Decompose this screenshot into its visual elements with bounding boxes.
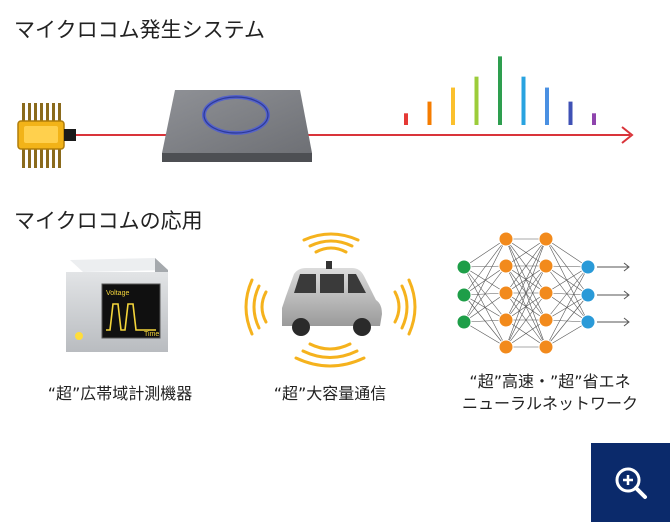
- nn-edge: [505, 238, 547, 321]
- nn-edge: [463, 292, 507, 323]
- neural-network-caption-line1: “超”高速・”超”省エネ: [469, 372, 631, 391]
- zoom-button[interactable]: [591, 443, 670, 522]
- instrument-caption: “超”広帯域計測機器: [47, 384, 193, 403]
- nn-edge: [545, 265, 589, 296]
- microresonator-chip: [162, 90, 312, 162]
- nn-edge: [505, 238, 547, 348]
- nn-node: [580, 259, 596, 275]
- instrument-screen-voltage: Voltage: [106, 290, 129, 297]
- nn-node: [498, 312, 514, 328]
- nn-node: [456, 287, 472, 303]
- comb-line: [474, 76, 479, 125]
- neural-network-caption-line2: ニューラルネットワーク: [461, 394, 638, 413]
- comb-spectrum: [404, 56, 596, 125]
- measuring-instrument: [66, 258, 168, 352]
- nn-edge: [545, 266, 589, 348]
- nn-node: [498, 258, 514, 274]
- comb-line: [427, 101, 432, 125]
- neural-network-nodes: [456, 231, 596, 355]
- nn-node: [538, 231, 554, 247]
- nn-node: [456, 314, 472, 330]
- nn-edge: [463, 238, 507, 296]
- comb-line: [521, 76, 526, 125]
- connected-car: [244, 232, 417, 368]
- laser-arrowhead: [621, 126, 634, 144]
- comb-line: [404, 113, 408, 125]
- comb-line: [545, 87, 549, 125]
- nn-edge: [463, 238, 507, 268]
- comb-line: [451, 87, 455, 125]
- laser-diode: [17, 103, 76, 168]
- nn-edge: [463, 238, 507, 323]
- nn-node: [456, 259, 472, 275]
- nn-node: [580, 287, 596, 303]
- instrument-screen-time: Time: [144, 331, 159, 338]
- nn-node: [538, 258, 554, 274]
- comb-line: [498, 56, 502, 125]
- nn-edge: [545, 321, 589, 348]
- nn-edge: [463, 321, 507, 348]
- nn-edge: [545, 238, 589, 296]
- generation-title: マイクロコム発生システム: [14, 18, 265, 42]
- zoom-in-icon: [615, 467, 647, 499]
- comb-line: [568, 101, 573, 125]
- nn-node: [538, 285, 554, 301]
- nn-edge: [505, 319, 547, 348]
- nn-edge: [545, 266, 589, 321]
- nn-edge: [463, 266, 507, 348]
- nn-edge: [463, 266, 507, 321]
- comb-line: [592, 113, 596, 125]
- nn-node: [538, 312, 554, 328]
- nn-edge: [545, 238, 589, 268]
- nn-node: [498, 231, 514, 247]
- nn-edge: [463, 265, 507, 323]
- output-arrows: [597, 262, 630, 327]
- car-body: [282, 261, 382, 336]
- nn-node: [580, 314, 596, 330]
- nn-node: [538, 339, 554, 355]
- applications-title: マイクロコムの応用: [14, 209, 203, 233]
- nn-edge: [505, 238, 547, 294]
- nn-node: [498, 339, 514, 355]
- nn-edge: [545, 266, 589, 294]
- neural-network-edges: [463, 238, 589, 348]
- nn-node: [498, 285, 514, 301]
- nn-edge: [545, 294, 589, 348]
- communication-caption: “超”大容量通信: [273, 384, 387, 403]
- nn-edge: [505, 292, 547, 348]
- nn-edge: [505, 238, 547, 267]
- nn-edge: [505, 265, 547, 348]
